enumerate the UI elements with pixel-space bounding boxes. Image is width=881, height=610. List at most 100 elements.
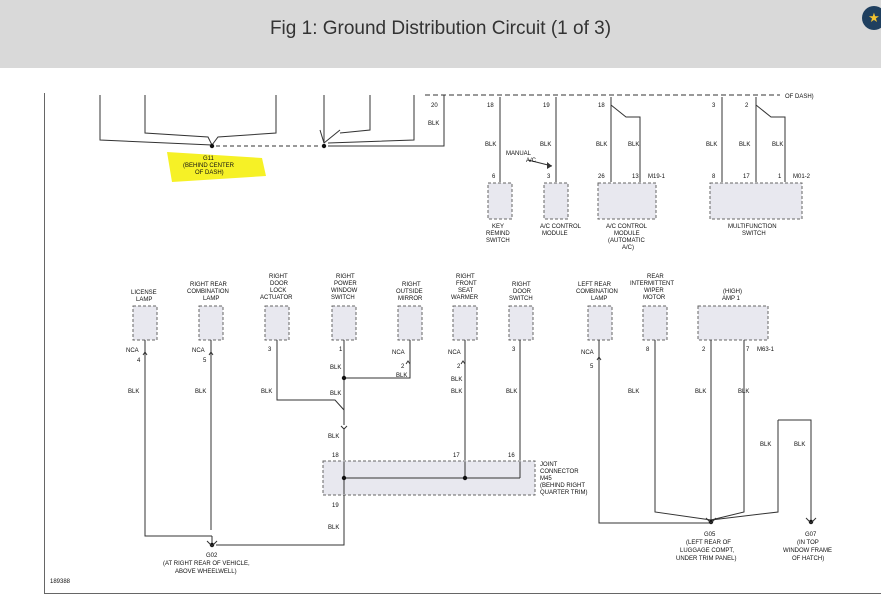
g02-label: G02: [206, 553, 218, 559]
amp-label-1: (HIGH): [723, 289, 742, 295]
right-front-seat-warmer: [452, 305, 478, 341]
joint-splice-2: [462, 475, 468, 481]
left-rear-combination-lamp: [587, 305, 613, 341]
key-remind-switch: [487, 182, 513, 220]
multifunction-label-2: SWITCH: [742, 231, 766, 237]
figure-id: 189388: [50, 579, 71, 585]
g02-ground-mark: [206, 540, 218, 547]
g07-ground-point: [808, 519, 814, 525]
wire-mark-pw: [340, 425, 348, 430]
g11-highlight: [167, 152, 266, 182]
joint-splice-1: [341, 475, 347, 481]
lr-comb-nca: NCA: [581, 350, 594, 356]
license-lamp: [132, 305, 158, 341]
key-remind-label-3: SWITCH: [486, 238, 510, 244]
door-lock-label-3: LOCK: [270, 288, 286, 294]
wire-license-to-g02: [144, 340, 212, 537]
amp-connector: M63-1: [757, 347, 775, 353]
ac-auto-label-4: A/C): [622, 245, 634, 251]
g11-ground-point: [209, 143, 215, 149]
g05-location-2: LUGGAGE COMPT,: [680, 548, 734, 554]
joint-label-3: M45: [540, 476, 552, 482]
ac-control-pin: 3: [547, 174, 551, 180]
key-remind-label-2: REMIND: [486, 231, 510, 237]
seat-warmer-label-2: FRONT: [456, 281, 477, 287]
joint-label-4: (BEHIND RIGHT: [540, 483, 585, 489]
door-switch-pin: 3: [512, 347, 516, 353]
wire-color-blk: BLK: [428, 121, 439, 127]
wire-color-blk-b11: BLK: [328, 525, 339, 531]
multifunction-label-1: MULTIFUNCTION: [728, 224, 777, 230]
g11-label: G11: [203, 156, 215, 162]
pin-19: 19: [543, 103, 550, 109]
door-switch-label-3: SWITCH: [509, 296, 533, 302]
wire-color-blk-b6: BLK: [261, 389, 272, 395]
pin-2: 2: [745, 103, 749, 109]
right-door-lock-actuator: [264, 305, 290, 341]
joint-pin-17: 17: [453, 453, 460, 459]
wire-color-blk-7: BLK: [739, 142, 750, 148]
rr-comb-nca: NCA: [192, 348, 205, 354]
rr-comb-label-3: LAMP: [203, 296, 219, 302]
mirror-label-1: RIGHT: [402, 282, 421, 288]
door-lock-label-2: DOOR: [270, 281, 289, 287]
manual-ac-arrow-head: [547, 162, 552, 169]
wire-door-lock: [276, 340, 345, 425]
license-lamp-label-1: LICENSE: [131, 290, 157, 296]
pin-18b: 18: [598, 103, 605, 109]
g05-label: G05: [704, 532, 716, 538]
of-dash-label: OF DASH): [785, 94, 814, 100]
power-window-label-3: WINDOW: [331, 288, 358, 294]
wire-color-blk-4: BLK: [596, 142, 607, 148]
rear-intermittent-wiper-motor: [642, 305, 668, 341]
g07-ground-mark: [805, 517, 817, 524]
wire-color-blk-b7: BLK: [330, 391, 341, 397]
wire-joint-to-g02: [216, 495, 345, 546]
g02-location-1: (AT RIGHT REAR OF VEHICLE,: [163, 561, 250, 567]
ac-auto-label-3: (AUTOMATIC: [608, 238, 645, 244]
power-window-label-1: RIGHT: [336, 274, 355, 280]
wire-color-blk-b16: BLK: [794, 442, 805, 448]
wire-color-blk-b4: BLK: [128, 389, 139, 395]
license-lamp-label-2: LAMP: [136, 297, 152, 303]
wire-color-blk-5: BLK: [628, 142, 639, 148]
rr-comb-label-2: COMBINATION: [187, 289, 229, 295]
g02-ground-point: [209, 542, 215, 548]
amp-label-2: AMP 1: [722, 296, 741, 302]
seat-warmer-label-3: SEAT: [458, 288, 474, 294]
ac-auto-pin-2: 13: [632, 174, 639, 180]
g05-ground-mark: [705, 517, 717, 524]
wire-color-blk-b2: BLK: [396, 373, 407, 379]
amp-pin-1: 2: [702, 347, 706, 353]
ac-auto-label-1: A/C CONTROL: [606, 224, 648, 230]
manual-ac-label-2: A/C: [526, 158, 537, 164]
high-amp-1: [697, 305, 769, 341]
mirror-nca: NCA: [392, 350, 405, 356]
ac-control-label-1: A/C CONTROL: [540, 224, 582, 230]
joint-label-1: JOINT: [540, 462, 558, 468]
mirror-label-3: MIRROR: [398, 296, 423, 302]
star-badge-icon[interactable]: ★: [862, 6, 881, 30]
license-pin: 4: [137, 358, 141, 364]
wire-multifunction: [721, 97, 786, 182]
pin-18a: 18: [487, 103, 494, 109]
ac-auto-pin-1: 26: [598, 174, 605, 180]
wire-color-blk-3: BLK: [540, 142, 551, 148]
rr-comb-label-1: RIGHT REAR: [190, 282, 228, 288]
wire-color-blk-b14: BLK: [738, 389, 749, 395]
ac-control-module-automatic: [597, 182, 657, 220]
splice-mirror-window: [341, 375, 347, 381]
seat-warmer-label-4: WARMER: [451, 295, 479, 301]
key-remind-label-1: KEY: [492, 224, 504, 230]
g11-splice-point: [321, 143, 327, 149]
amp-pin-2: 7: [746, 347, 750, 353]
wire-lr-comb-to-g05: [598, 340, 711, 524]
key-remind-pin: 6: [492, 174, 496, 180]
lr-comb-pin: 5: [590, 364, 594, 370]
door-lock-label-1: RIGHT: [269, 274, 288, 280]
rr-comb-pin: 5: [203, 358, 207, 364]
manual-ac-label-1: MANUAL: [506, 151, 532, 157]
door-lock-label-4: ACTUATOR: [260, 295, 293, 301]
seat-warmer-pin: 2: [457, 364, 461, 370]
